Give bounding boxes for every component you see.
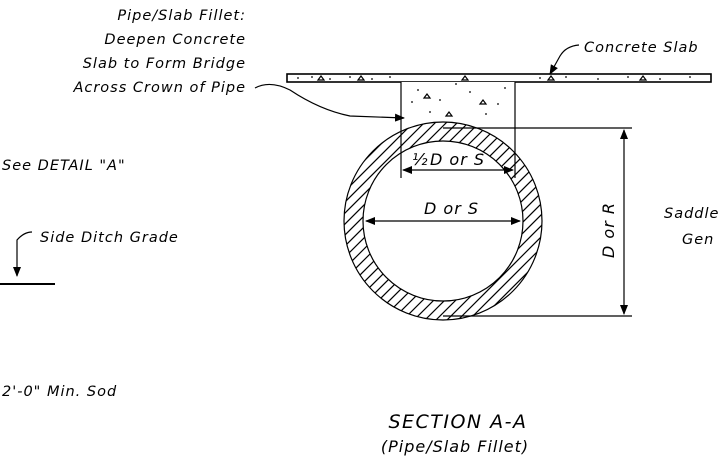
saddle-line-2: Gen [682,232,714,248]
d-or-r-text: D or R [599,202,618,258]
fillet-line-2: Deepen Concrete [104,32,246,48]
slab-leader [549,44,580,75]
hatch-line [447,122,542,320]
see-detail-text: See DETAIL "A" [2,158,126,174]
half-prefix-text: ½ [412,150,429,169]
right-notes: Saddle Gen [664,206,719,248]
half-d-or-s-text: D or S [430,150,485,169]
d-or-s-text: D or S [424,199,479,218]
fillet-line-3: Slab to Form Bridge [83,56,246,72]
hatch-line [344,122,436,320]
hatch-line [414,122,542,320]
left-notes: See DETAIL "A" Side Ditch Grade 2'-0" Mi… [0,158,179,400]
hatch-line [403,122,542,320]
hatch-line [425,122,542,320]
hatch-line [344,122,447,320]
hatch-line [344,122,458,320]
fillet-callout: Pipe/Slab Fillet: Deepen Concrete Slab t… [72,8,405,122]
hatch-line [344,122,348,320]
section-subtitle: (Pipe/Slab Fillet) [381,437,529,456]
concrete-stipple [297,76,691,115]
ditch-grade-leader [13,231,33,277]
dim-d-or-s: D or S [365,199,521,225]
hatch-line [344,122,370,320]
concrete-slab [286,73,712,122]
hatch-line [458,122,542,320]
hatch-line [344,122,480,320]
dim-half-d-or-s: ½ D or S [400,122,516,178]
min-sod-text: 2'-0" Min. Sod [2,384,117,400]
side-ditch-grade-text: Side Ditch Grade [40,230,179,246]
fillet-line-1: Pipe/Slab Fillet: [117,8,246,24]
fillet-line-4: Across Crown of Pipe [72,80,246,96]
concrete-aggregate [316,75,648,117]
dim-d-or-r: D or R [443,127,632,317]
slab-callout: Concrete Slab [549,40,699,75]
hatch-line [96,101,336,341]
hatch-line [344,122,359,320]
section-title-block: SECTION A-A (Pipe/Slab Fillet) [381,411,529,456]
hatch-line [436,122,542,320]
hatch-line [63,101,303,341]
fillet-leader [254,83,405,122]
hatch-line [344,122,469,320]
saddle-line-1: Saddle [664,206,719,222]
section-title: SECTION A-A [388,411,527,433]
hatch-line [85,101,325,341]
hatch-line [344,122,392,320]
hatch-line [74,101,314,341]
concrete-slab-text: Concrete Slab [584,40,699,56]
